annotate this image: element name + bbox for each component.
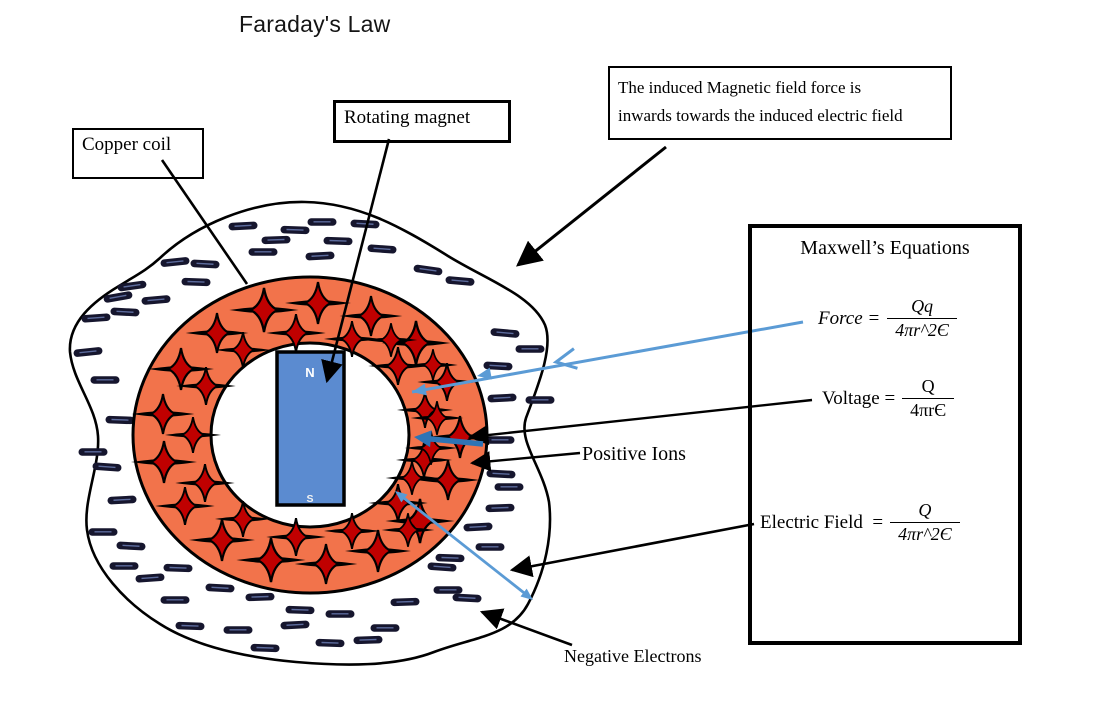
negative-electrons-label: Negative Electrons bbox=[564, 646, 702, 666]
force-equation-lhs: Force = bbox=[818, 307, 881, 329]
magnet-north-label: N bbox=[305, 365, 314, 380]
voltage-equation-denominator: 4πrЄ bbox=[902, 397, 955, 422]
force-arrow bbox=[411, 320, 804, 396]
negative-electron-dash bbox=[284, 604, 316, 616]
copper-coil-callout: Copper coil bbox=[72, 128, 204, 179]
negative-electron-dash bbox=[244, 591, 276, 603]
copper-coil-pointer-line bbox=[160, 159, 249, 285]
negative-electron-dash bbox=[485, 468, 517, 480]
negative-electron-dash bbox=[227, 220, 259, 232]
negative-electron-dash bbox=[304, 250, 336, 262]
negative-electron-dash bbox=[352, 634, 384, 646]
negative-electron-dash bbox=[279, 619, 311, 631]
negative-electron-dash bbox=[260, 234, 292, 246]
page-title: Faraday's Law bbox=[239, 11, 391, 37]
maxwell-equations-panel: Maxwell’s Equations Force = Qq 4πr^2Є Vo… bbox=[748, 224, 1022, 645]
electric-field-equation-denominator: 4πr^2Є bbox=[890, 521, 960, 546]
rotating-magnet-pointer-arrow bbox=[321, 138, 391, 384]
force-equation-denominator: 4πr^2Є bbox=[887, 317, 957, 342]
force-equation-fraction: Qq 4πr^2Є bbox=[887, 296, 957, 341]
electric-field-double-arrow bbox=[395, 491, 533, 600]
negative-electron-dash bbox=[204, 582, 236, 594]
negative-electron-dash bbox=[324, 609, 356, 619]
induced-current-arrow bbox=[414, 430, 484, 448]
induced-field-pointer-arrow bbox=[516, 145, 667, 267]
negative-electron-dash bbox=[108, 561, 140, 571]
electric-field-equation-numerator: Q bbox=[918, 500, 932, 520]
negative-electron-dash bbox=[434, 552, 466, 564]
negative-electron-dash bbox=[322, 235, 354, 247]
negative-electron-dash bbox=[180, 276, 212, 288]
negative-electron-dash bbox=[524, 395, 556, 405]
negative-electron-dash bbox=[389, 596, 421, 608]
magnet-south-label: S bbox=[306, 493, 313, 505]
negative-electron-dash bbox=[189, 258, 221, 270]
induced-note-line1: The induced Magnetic field force is bbox=[618, 78, 862, 97]
negative-electron-dash bbox=[115, 540, 147, 552]
negative-electron-dash bbox=[89, 375, 121, 385]
negative-electron-dash bbox=[222, 625, 254, 635]
voltage-equation: Voltage = Q 4πrЄ bbox=[822, 376, 955, 422]
negative-electron-dash bbox=[104, 414, 136, 426]
force-equation-numerator: Qq bbox=[911, 296, 934, 316]
negative-electron-dash bbox=[306, 217, 338, 227]
negative-electron-dash bbox=[486, 392, 518, 404]
negative-electron-dash bbox=[247, 247, 279, 257]
negative-electron-dash bbox=[77, 447, 109, 457]
voltage-equation-lhs: Voltage = bbox=[822, 387, 896, 409]
negative-electron-dash bbox=[484, 502, 516, 514]
electric-field-equation: Electric Field = Q 4πr^2Є bbox=[760, 500, 960, 545]
negative-electron-dash bbox=[314, 637, 346, 649]
negative-electrons-pointer-arrow bbox=[479, 608, 573, 647]
voltage-equation-numerator: Q bbox=[921, 376, 935, 396]
electric-field-equation-fraction: Q 4πr^2Є bbox=[890, 500, 960, 545]
negative-electron-dash bbox=[174, 620, 206, 632]
negative-electron-dash bbox=[462, 521, 494, 533]
positive-ions-label: Positive Ions bbox=[582, 443, 686, 465]
voltage-pointer-arrow bbox=[467, 398, 813, 446]
negative-electron-dash bbox=[249, 642, 281, 654]
negative-electron-dash bbox=[493, 482, 525, 492]
electric-field-equation-lhs: Electric Field = bbox=[760, 511, 884, 533]
negative-electron-dash bbox=[514, 344, 546, 354]
positive-ions-pointer-arrow bbox=[469, 451, 581, 472]
force-equation: Force = Qq 4πr^2Є bbox=[818, 296, 957, 341]
negative-electron-dash bbox=[106, 494, 138, 506]
rotating-magnet-label: Rotating magnet bbox=[344, 107, 471, 128]
maxwell-panel-title: Maxwell’s Equations bbox=[800, 237, 970, 259]
rotating-magnet-callout: Rotating magnet bbox=[333, 100, 511, 143]
negative-electron-dash bbox=[349, 218, 381, 230]
copper-coil-label: Copper coil bbox=[82, 134, 172, 155]
negative-electron-dash bbox=[369, 623, 401, 633]
negative-electron-dash bbox=[159, 595, 191, 605]
negative-electron-dash bbox=[109, 306, 141, 318]
voltage-equation-fraction: Q 4πrЄ bbox=[902, 376, 955, 422]
negative-electron-dash bbox=[474, 542, 506, 552]
negative-electron-dash bbox=[162, 562, 194, 574]
electric-field-pointer-arrow bbox=[509, 522, 755, 578]
negative-electron-dash bbox=[432, 585, 464, 595]
induced-note-line2: inwards towards the induced electric fie… bbox=[618, 106, 903, 125]
negative-electron-dash bbox=[279, 224, 311, 236]
induced-field-note: The induced Magnetic field force is inwa… bbox=[608, 66, 952, 140]
negative-electron-dash bbox=[87, 527, 119, 537]
negative-electron-dash bbox=[451, 592, 483, 604]
